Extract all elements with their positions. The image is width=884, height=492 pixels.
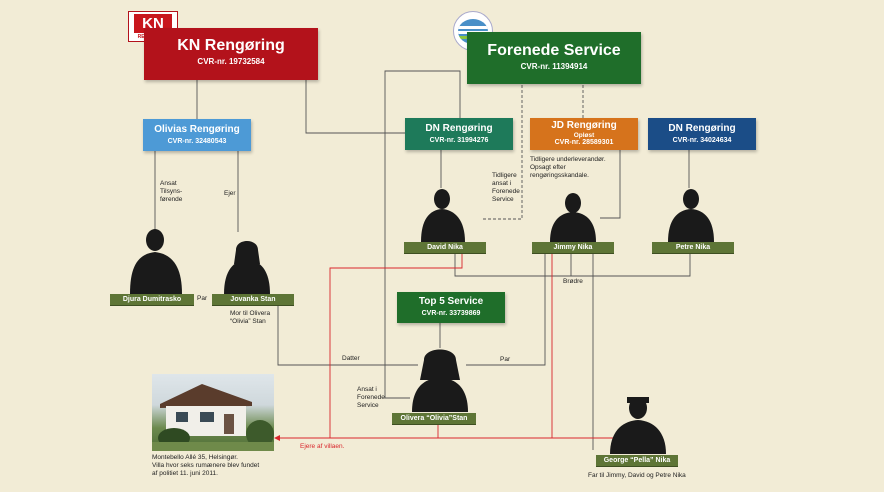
person-tag-david: David Nika	[404, 242, 486, 254]
silhouette-olivera	[412, 349, 468, 412]
person-tag-george: George “Pella” Nika	[596, 455, 678, 467]
forenede-service-box: Forenede Service CVR-nr. 11394914	[467, 32, 641, 84]
forenede-cvr: CVR-nr. 11394914	[520, 61, 588, 71]
person-tag-djura: Djura Dumitrasko	[110, 294, 194, 306]
person-tag-olivera: Olivera “Olivia”Stan	[392, 413, 476, 425]
dn-rengoring-box-1: DN Rengøring CVR-nr. 31994276	[405, 118, 513, 150]
jd-status: Opløst	[573, 131, 595, 139]
photo-caption: Montebello Allé 35, Helsingør.Villa hvor…	[152, 454, 260, 477]
top5-name: Top 5 Service	[418, 296, 484, 307]
top5-cvr: CVR-nr. 33739869	[421, 309, 481, 317]
note-far: Far til Jimmy, David og Petre Nika	[588, 472, 686, 479]
jd-rengoring-box: JD Rengøring Opløst CVR-nr. 28589301	[530, 118, 638, 150]
dn-rengoring-box-2: DN Rengøring CVR-nr. 34024634	[648, 118, 756, 150]
person-tag-jovanka: Jovanka Stan	[212, 294, 294, 306]
note-ejere: Ejere af villaen.	[300, 443, 345, 450]
note-ejer: Ejer	[224, 190, 236, 197]
jd-cvr: CVR-nr. 28589301	[554, 138, 614, 146]
note-datter: Datter	[342, 355, 360, 362]
olivias-rengoring-box: Olivias Rengøring CVR-nr. 32480543	[143, 119, 251, 151]
person-tag-jimmy: Jimmy Nika	[532, 242, 614, 254]
olivias-name: Olivias Rengøring	[154, 124, 240, 135]
kn-name: KN Rengøring	[177, 37, 285, 54]
silhouette-george	[610, 397, 666, 454]
note-par-1: Par	[197, 295, 208, 302]
note-brodre: Brødre	[563, 278, 583, 285]
dn2-cvr: CVR-nr. 34024634	[672, 136, 732, 144]
kn-rengoring-box: KN Rengøring CVR-nr. 19732584	[144, 28, 318, 80]
silhouette-petre	[668, 189, 714, 242]
silhouette-david	[421, 189, 465, 242]
person-tag-petre: Petre Nika	[652, 242, 734, 254]
kn-cvr: CVR-nr. 19732584	[197, 56, 265, 66]
dn2-name: DN Rengøring	[668, 123, 736, 134]
dn1-cvr: CVR-nr. 31994276	[429, 136, 489, 144]
olivias-cvr: CVR-nr. 32480543	[167, 137, 227, 145]
silhouette-jovanka	[224, 241, 270, 294]
jd-name: JD Rengøring	[551, 120, 617, 131]
top5-service-box: Top 5 Service CVR-nr. 33739869	[397, 292, 505, 323]
silhouette-djura	[130, 229, 182, 294]
dn1-name: DN Rengøring	[425, 123, 493, 134]
note-par-2: Par	[500, 356, 511, 363]
forenede-name: Forenede Service	[487, 42, 621, 59]
house-photo	[152, 374, 274, 451]
silhouette-jimmy	[550, 193, 596, 242]
note-mor: Mor til Olivera“Olivia” Stan	[230, 310, 271, 325]
